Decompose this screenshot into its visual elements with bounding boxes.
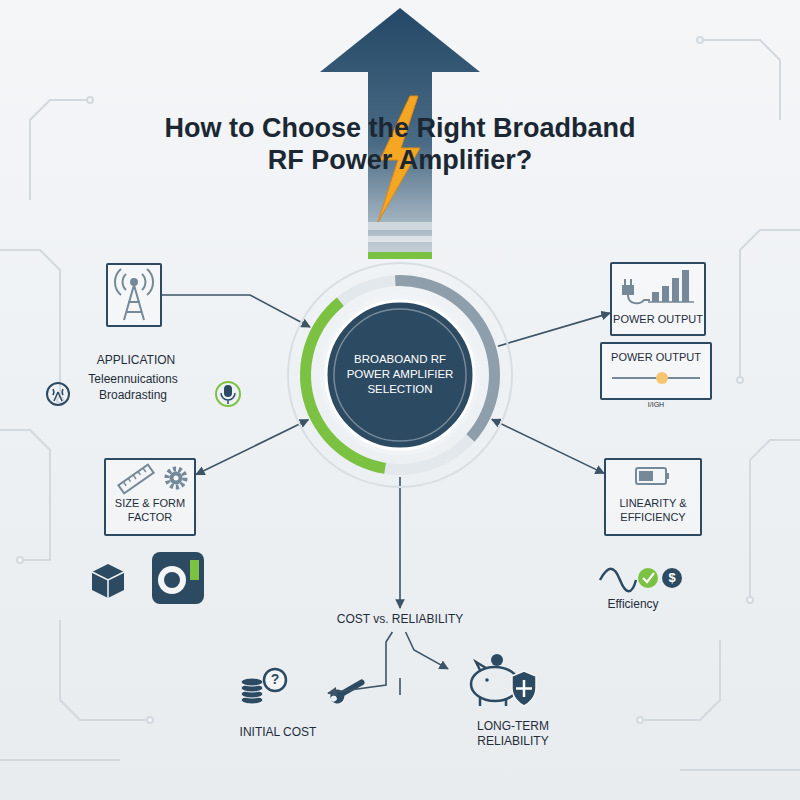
power-output-slider-box: POWER OUTPUTI/IGH	[600, 342, 712, 400]
node-label: INITIAL COST	[228, 725, 328, 740]
diagram-title: How to Choose the Right Broadband RF Pow…	[160, 112, 640, 176]
node-label: LINEARITY & EFFICIENCY	[606, 496, 700, 524]
connector-arrow	[492, 419, 604, 473]
power-output-box: POWER OUTPUT	[610, 262, 706, 336]
node-sublabel: I/IGH	[641, 400, 671, 409]
device-icons	[92, 552, 204, 604]
piggy-shield-icon	[471, 654, 536, 706]
node-label: COST vs. RELIABILITY	[320, 612, 480, 627]
coins-icon	[241, 669, 286, 704]
circuit-traces	[0, 37, 800, 770]
question-symbol: ?	[265, 671, 285, 687]
arrow-stripe	[368, 252, 432, 259]
size-form-box: SIZE & FORM FACTOR	[104, 458, 196, 536]
connector-arrow	[399, 477, 401, 608]
node-label: APPLICATION	[74, 353, 198, 368]
microphone-icon	[216, 382, 240, 406]
connector-arrow	[498, 313, 610, 346]
linearity-box: LINEARITY & EFFICIENCY	[604, 458, 702, 536]
node-sublabel: Teleennuications Broadrasting	[58, 371, 208, 403]
arrow-stripe	[368, 222, 432, 230]
connector-arrow	[162, 295, 310, 327]
telecom-icon	[47, 383, 69, 405]
reliability-node: LONG-TERM RELIABILITY	[448, 655, 578, 755]
divider-tick	[399, 678, 401, 695]
initial-cost-node: INITIAL COST	[228, 655, 328, 745]
dollar-symbol: $	[662, 570, 682, 585]
node-label: BROABOAND RF POWER AMPLIFIER SELECTION	[340, 352, 460, 397]
cost-reliability-node: COST vs. RELIABILITY	[320, 608, 480, 632]
node-label: POWER OUTPUT	[612, 312, 704, 326]
application-box: APPLICATIONTeleennuications Broadrasting	[106, 263, 162, 327]
icon-caption: Efficiency	[598, 597, 668, 612]
arrow-stripe	[368, 236, 432, 242]
connector-arrow	[406, 632, 448, 669]
efficiency-icons	[600, 568, 682, 591]
node-label: POWER OUTPUT	[602, 350, 710, 364]
connector-arrow	[328, 632, 392, 693]
connector-arrow	[196, 420, 308, 475]
selection-circle: BROABOAND RF POWER AMPLIFIER SELECTION	[285, 260, 515, 490]
node-label: SIZE & FORM FACTOR	[110, 496, 190, 524]
node-label: LONG-TERM RELIABILITY	[458, 719, 568, 749]
